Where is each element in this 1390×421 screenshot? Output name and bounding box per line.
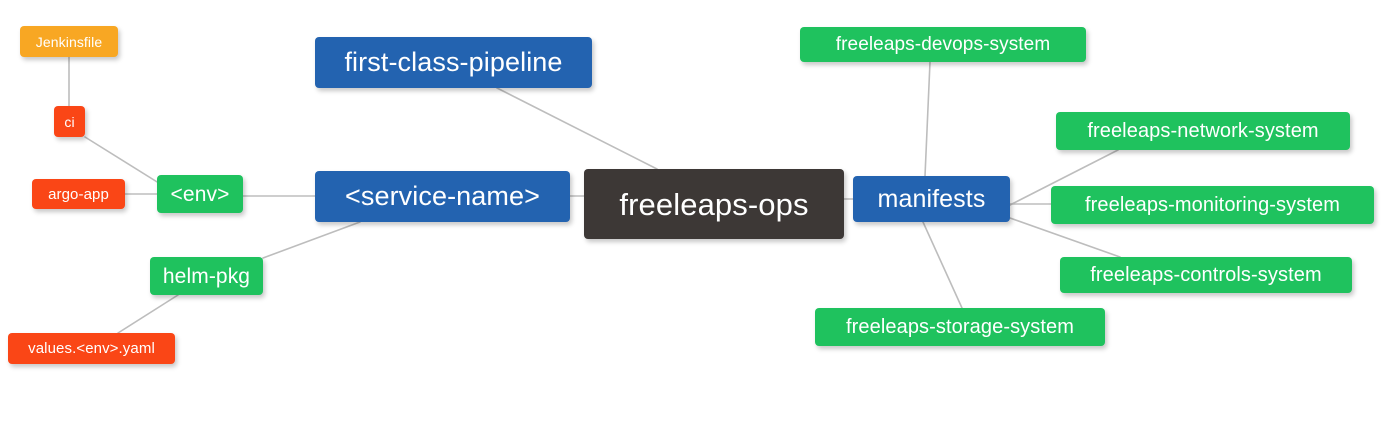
- node-helm-pkg[interactable]: helm-pkg: [150, 257, 263, 295]
- node-values-yaml[interactable]: values.<env>.yaml: [8, 333, 175, 364]
- node-env[interactable]: <env>: [157, 175, 243, 213]
- node-devops-system[interactable]: freeleaps-devops-system: [800, 27, 1086, 62]
- node-argo-app[interactable]: argo-app: [32, 179, 125, 209]
- edge-manifests-to-storage-system: [922, 221, 963, 309]
- edge-helm-pkg-to-service-name: [262, 221, 361, 259]
- node-freeleaps-ops[interactable]: freeleaps-ops: [584, 169, 844, 239]
- node-network-system[interactable]: freeleaps-network-system: [1056, 112, 1350, 150]
- node-monitoring-system[interactable]: freeleaps-monitoring-system: [1051, 186, 1374, 224]
- node-ci[interactable]: ci: [54, 106, 85, 137]
- edge-values-yaml-to-helm-pkg: [117, 294, 179, 334]
- edge-ci-to-env: [84, 136, 163, 186]
- node-jenkinsfile[interactable]: Jenkinsfile: [20, 26, 118, 57]
- node-service-name[interactable]: <service-name>: [315, 171, 570, 222]
- node-controls-system[interactable]: freeleaps-controls-system: [1060, 257, 1352, 293]
- node-first-class-pipeline[interactable]: first-class-pipeline: [315, 37, 592, 88]
- edge-manifests-to-devops-system: [924, 61, 931, 177]
- node-manifests[interactable]: manifests: [853, 176, 1010, 222]
- edge-first-class-pipeline-to-freeleaps-ops: [496, 87, 658, 170]
- node-storage-system[interactable]: freeleaps-storage-system: [815, 308, 1105, 346]
